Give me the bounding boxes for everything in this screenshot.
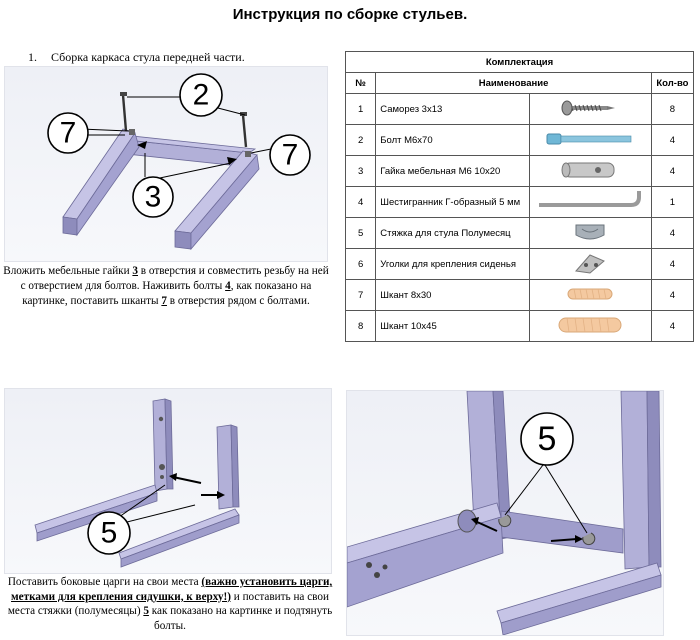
callout-7-left: 7 bbox=[47, 112, 89, 154]
bolt-right-head bbox=[240, 112, 247, 116]
barrel-nut-icon bbox=[558, 159, 622, 184]
half-moon-piece-right bbox=[582, 532, 596, 546]
part-ref-7: 7 bbox=[161, 295, 167, 307]
part-number: 5 bbox=[344, 217, 377, 249]
svg-text:2: 2 bbox=[193, 79, 210, 112]
bolt-left bbox=[121, 94, 128, 132]
part-image bbox=[528, 248, 652, 280]
hex-key-icon bbox=[535, 189, 645, 216]
col-qty: Кол-во bbox=[650, 72, 695, 94]
step-1-heading: 1. Сборка каркаса стула передней части. bbox=[28, 50, 245, 65]
step-2-caption: Поставить боковые царги на свои места (в… bbox=[7, 576, 333, 632]
part-name: Саморез 3х13 bbox=[375, 93, 530, 125]
svg-text:5: 5 bbox=[538, 420, 557, 458]
dowel-left bbox=[129, 129, 135, 135]
svg-text:7: 7 bbox=[60, 117, 77, 150]
arrow-upper bbox=[169, 473, 177, 481]
part-name: Уголки для крепления сиденья bbox=[375, 248, 530, 280]
part-quantity: 4 bbox=[650, 310, 695, 342]
right-leg-end bbox=[174, 230, 192, 250]
part-number: 3 bbox=[344, 155, 377, 187]
svg-text:3: 3 bbox=[145, 181, 162, 214]
part-name: Шкант 8х30 bbox=[375, 279, 530, 311]
front-frame-drawing: 2 7 7 3 bbox=[47, 73, 311, 251]
parts-table-heading: Комплектация bbox=[345, 51, 694, 73]
callout-5-left: 5 bbox=[87, 511, 131, 555]
step-number: 1. bbox=[28, 50, 37, 64]
half-moon-piece-left bbox=[498, 514, 512, 528]
bolt-left-head bbox=[120, 92, 127, 96]
part-number: 1 bbox=[344, 93, 377, 125]
part-number: 7 bbox=[344, 279, 377, 311]
side-frame-drawing: 5 bbox=[34, 398, 240, 568]
part-name: Стяжка для стула Полумесяц bbox=[375, 217, 530, 249]
col-number: № bbox=[344, 72, 377, 94]
part-number: 6 bbox=[344, 248, 377, 280]
dowel-large-icon bbox=[555, 315, 625, 338]
part-name: Шестигранник Г-образный 5 мм bbox=[375, 186, 530, 218]
col-name: Наименование bbox=[375, 72, 652, 94]
arrow-right bbox=[227, 157, 237, 165]
callout-7-right: 7 bbox=[269, 134, 311, 176]
left-leg-end bbox=[62, 216, 78, 236]
step-heading-text: Сборка каркаса стула передней части. bbox=[51, 50, 245, 64]
left-leg-side bbox=[76, 132, 140, 237]
bolt-right bbox=[241, 114, 248, 148]
callout-5-right: 5 bbox=[520, 412, 574, 466]
step-2-illustration-left: 5 bbox=[4, 388, 332, 574]
step-1-illustration: 2 7 7 3 bbox=[4, 66, 328, 262]
step-2-illustration-right: 5 bbox=[346, 390, 664, 636]
arrow-left bbox=[137, 141, 147, 149]
page-title: Инструкция по сборке стульев. bbox=[232, 6, 468, 23]
dowel-right bbox=[245, 151, 251, 157]
half-moon-bracket-icon bbox=[570, 221, 610, 246]
part-ref-3: 3 bbox=[132, 265, 138, 277]
bolt-icon bbox=[545, 131, 635, 150]
part-quantity: 4 bbox=[650, 248, 695, 280]
part-image bbox=[528, 279, 652, 311]
part-image bbox=[528, 186, 652, 218]
part-image bbox=[528, 124, 652, 156]
part-quantity: 4 bbox=[650, 279, 695, 311]
part-image bbox=[528, 155, 652, 187]
part-number: 4 bbox=[344, 186, 377, 218]
part-quantity: 4 bbox=[650, 124, 695, 156]
arrow-lower bbox=[217, 491, 225, 499]
part-quantity: 4 bbox=[650, 217, 695, 249]
right-leg-side bbox=[190, 154, 260, 251]
part-image bbox=[528, 310, 652, 342]
dowel-small-icon bbox=[564, 286, 616, 305]
svg-text:7: 7 bbox=[282, 139, 299, 172]
side-frame-closeup: 5 bbox=[346, 390, 662, 636]
svg-text:5: 5 bbox=[101, 517, 118, 550]
part-name: Шкант 10х45 bbox=[375, 310, 530, 342]
part-ref-5: 5 bbox=[143, 605, 149, 617]
callout-3: 3 bbox=[132, 176, 174, 218]
part-quantity: 8 bbox=[650, 93, 695, 125]
part-number: 8 bbox=[344, 310, 377, 342]
part-quantity: 4 bbox=[650, 155, 695, 187]
screw-icon bbox=[559, 99, 621, 120]
part-image bbox=[528, 93, 652, 125]
part-ref-4: 4 bbox=[225, 280, 231, 292]
corner-bracket-icon bbox=[570, 251, 610, 278]
warning-text: (важно установить царги, метками для кре… bbox=[11, 576, 333, 603]
part-name: Болт М6х70 bbox=[375, 124, 530, 156]
part-name: Гайка мебельная М6 10х20 bbox=[375, 155, 530, 187]
part-number: 2 bbox=[344, 124, 377, 156]
callout-2: 2 bbox=[179, 73, 223, 117]
part-quantity: 1 bbox=[650, 186, 695, 218]
step-1-caption: Вложить мебельные гайки 3 в отверстия и … bbox=[3, 265, 329, 307]
part-image bbox=[528, 217, 652, 249]
